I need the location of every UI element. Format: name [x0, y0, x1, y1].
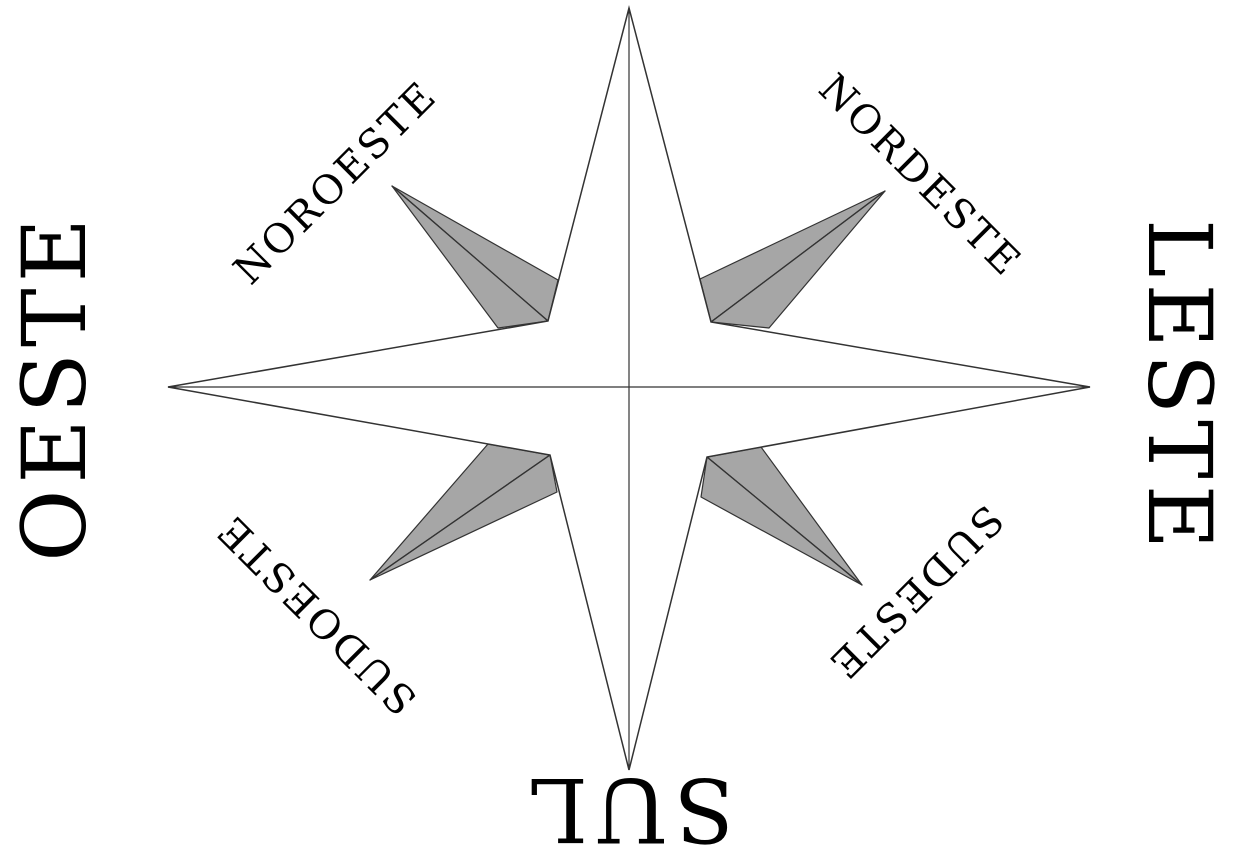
northeast-point — [700, 191, 885, 328]
southeast-point — [701, 447, 862, 585]
northwest-point — [392, 186, 558, 328]
label-east: LESTE — [1128, 219, 1231, 555]
label-northeast: NORDESTE — [810, 65, 1031, 286]
label-northwest: NOROESTE — [225, 72, 446, 293]
label-west: OESTE — [3, 212, 106, 562]
label-southwest: SUDOESTE — [208, 505, 426, 723]
label-southeast: SUDESTE — [819, 496, 1012, 689]
southwest-point — [370, 444, 557, 580]
label-south: SUL — [524, 758, 735, 850]
